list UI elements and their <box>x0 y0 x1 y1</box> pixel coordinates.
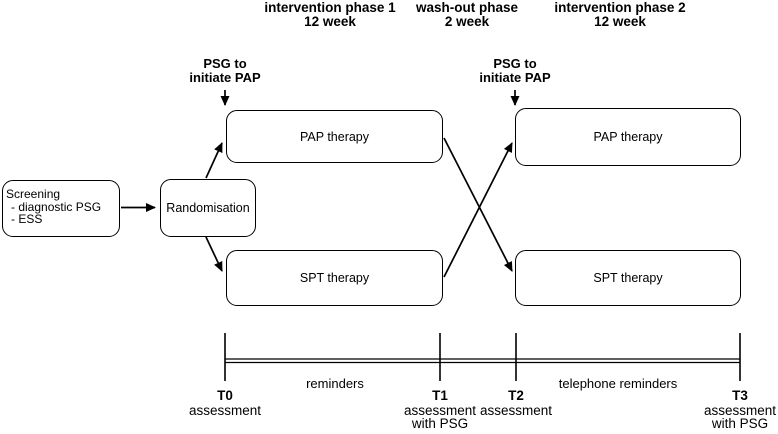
spt-therapy-box-phase1: SPT therapy <box>226 250 443 306</box>
pap-therapy-box-phase1: PAP therapy <box>226 110 443 163</box>
randomisation-box: Randomisation <box>160 179 256 237</box>
phase-duration: 2 week <box>444 14 490 29</box>
arrow-spt1-to-pap2 <box>443 142 513 278</box>
timeline-point-t3: T3 assessment with PSG <box>690 389 778 431</box>
phase-header-intervention-2: intervention phase 2 12 week <box>518 1 722 29</box>
timepoint-name: T1 <box>432 388 448 403</box>
arrow-randomisation-to-pap1 <box>205 142 223 179</box>
timepoint-desc2: with PSG <box>711 416 769 431</box>
timeline-segment-telephone-reminders: telephone reminders <box>558 376 678 391</box>
phase-duration: 12 week <box>304 14 356 29</box>
psg-note-1: PSG to initiate PAP <box>164 57 286 85</box>
timepoint-name: T2 <box>508 388 524 403</box>
psg-note-line2: initiate PAP <box>479 70 551 85</box>
phase-label: wash-out phase <box>415 0 518 15</box>
arrow-pap1-to-spt2 <box>443 137 513 272</box>
randomisation-label: Randomisation <box>166 201 250 215</box>
timepoint-name: T3 <box>732 388 748 403</box>
psg-note-line1: PSG to <box>493 56 537 71</box>
screening-box: Screening - diagnostic PSG - ESS <box>2 180 120 237</box>
pap-therapy-label: PAP therapy <box>593 130 663 144</box>
timepoint-desc: assessment <box>188 402 262 418</box>
timeline-point-t2: T2 assessment <box>466 389 566 417</box>
timepoint-desc: assessment <box>703 402 777 418</box>
psg-note-2: PSG to initiate PAP <box>454 57 576 85</box>
spt-therapy-label: SPT therapy <box>299 271 370 285</box>
timeline-segment-reminders: reminders <box>306 376 364 391</box>
pap-therapy-box-phase2: PAP therapy <box>515 108 741 166</box>
pap-therapy-label: PAP therapy <box>299 129 370 144</box>
screening-item-psg: - diagnostic PSG <box>11 199 102 214</box>
arrow-randomisation-to-spt1 <box>205 236 223 272</box>
timepoint-desc2: with PSG <box>411 416 469 431</box>
phase-label: intervention phase 2 <box>554 0 686 15</box>
timepoint-desc: assessment <box>403 402 477 418</box>
timeline-point-t0: T0 assessment <box>175 389 275 417</box>
screening-title: Screening <box>6 187 61 201</box>
timepoint-name: T0 <box>217 388 233 403</box>
psg-note-line2: initiate PAP <box>189 70 261 85</box>
phase-duration: 12 week <box>594 14 646 29</box>
phase-header-intervention-1: intervention phase 1 12 week <box>228 1 432 29</box>
psg-note-line1: PSG to <box>203 56 247 71</box>
phase-header-washout: wash-out phase 2 week <box>387 1 547 29</box>
timepoint-desc: assessment <box>479 402 553 418</box>
spt-therapy-box-phase2: SPT therapy <box>515 250 741 306</box>
spt-therapy-label: SPT therapy <box>593 271 663 285</box>
phase-label: intervention phase 1 <box>264 0 396 15</box>
screening-item-ess: - ESS <box>11 212 43 226</box>
timeline-point-t1: T1 assessment with PSG <box>390 389 490 431</box>
